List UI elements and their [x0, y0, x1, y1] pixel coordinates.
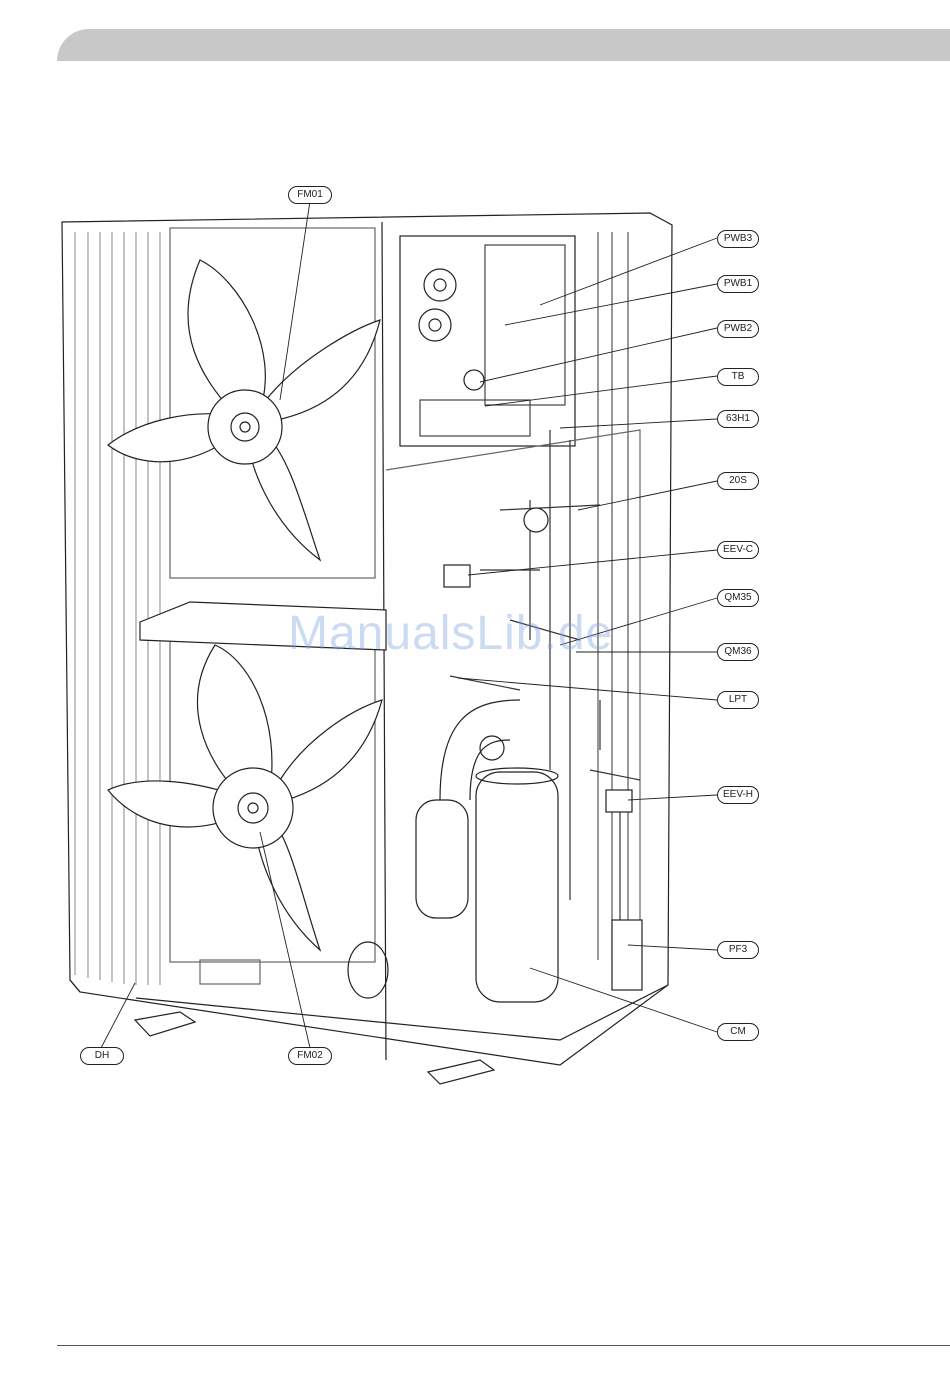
label-cm: CM [717, 1023, 759, 1041]
watermark: ManualsLib.de [288, 606, 668, 661]
label-tb: TB [717, 368, 759, 386]
coil-fins [75, 232, 160, 985]
foot-right [428, 1060, 494, 1084]
label-pf3: PF3 [717, 941, 759, 959]
compressor-shape [416, 700, 558, 1002]
label-pwb1: PWB1 [717, 275, 759, 293]
label-qm35: QM35 [717, 589, 759, 607]
label-qm36: QM36 [717, 643, 759, 661]
label-63h1: 63H1 [717, 410, 759, 428]
fan-bottom [108, 645, 382, 950]
right-tubes [598, 232, 628, 960]
label-lpt: LPT [717, 691, 759, 709]
leader-eevh [628, 795, 717, 800]
leader-dh [101, 983, 135, 1048]
label-20s: 20S [717, 472, 759, 490]
label-eevh: EEV-H [717, 786, 759, 804]
leader-tb [485, 376, 717, 406]
label-eevc: EEV-C [717, 541, 759, 559]
control-box [400, 236, 575, 446]
label-pwb2: PWB2 [717, 320, 759, 338]
label-pwb3: PWB3 [717, 230, 759, 248]
leader-20s [578, 481, 717, 510]
foot-left [135, 1012, 195, 1036]
leader-pwb1 [505, 284, 717, 325]
label-dh: DH [80, 1047, 124, 1065]
leader-eevc [468, 550, 717, 575]
label-fm02: FM02 [288, 1047, 332, 1065]
pcb-board [485, 245, 565, 405]
footer-rule [57, 1345, 950, 1346]
leader-63h1 [560, 419, 717, 428]
leader-lpt [458, 678, 717, 700]
fan-top [108, 260, 380, 560]
label-fm01: FM01 [288, 186, 332, 204]
